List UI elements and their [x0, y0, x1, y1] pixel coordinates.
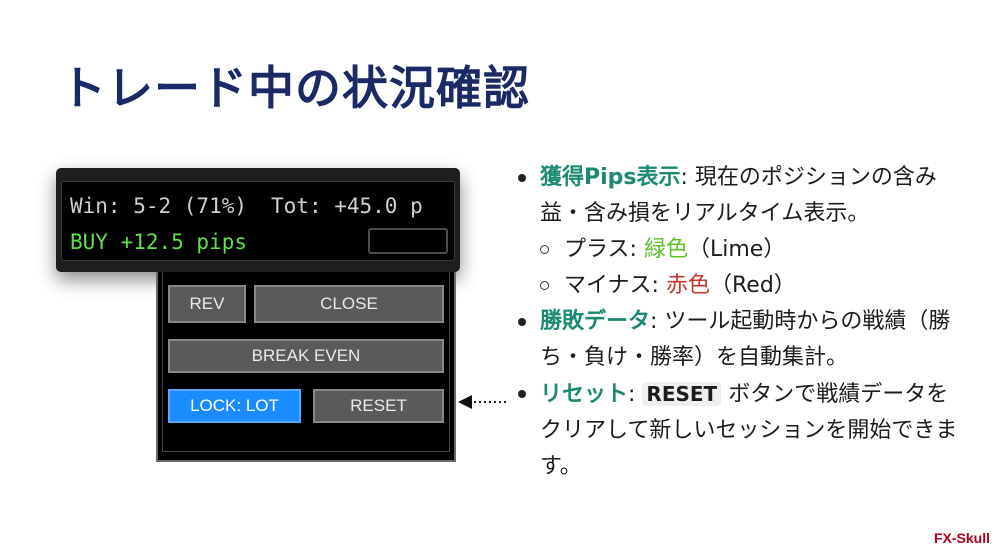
bullet-text: 現在のポジションの含み益・含み損をリアルタイム表示。: [540, 165, 937, 226]
status-display: Win: 5-2 (71%) Tot: +45.0 p BUY +12.5 pip…: [61, 181, 455, 261]
sub-bullet-plus: プラス: 緑色（Lime）: [518, 232, 958, 268]
bullet-text: ボタンで戦績データをクリアして新しいセッションを開始できます。: [540, 382, 958, 479]
sub-bullet-minus: マイナス: 赤色（Red）: [518, 268, 958, 304]
empty-field: [368, 228, 448, 254]
description-list: 獲得Pips表示: 現在のポジションの含み益・含み損をリアルタイム表示。 プラス…: [518, 160, 958, 485]
bullet-colon: :: [680, 165, 695, 190]
bullet-winloss: 勝敗データ: ツール起動時からの戦績（勝ち・負け・勝率）を自動集計。: [518, 304, 958, 376]
bullet-reset: リセット: RESET ボタンで戦績データをクリアして新しいセッションを開始でき…: [518, 376, 958, 485]
reset-button[interactable]: RESET: [313, 389, 444, 423]
bullet-label: リセット: [540, 382, 629, 407]
close-button[interactable]: CLOSE: [254, 285, 444, 323]
bullet-colon: :: [650, 309, 665, 334]
red-label: 赤色: [665, 273, 710, 298]
page-title: トレード中の状況確認: [60, 61, 530, 115]
panel-frame: [162, 272, 450, 452]
sub-text: （Red）: [709, 273, 796, 298]
bullet-label: 獲得Pips表示: [540, 165, 681, 190]
sub-text: プラス:: [564, 237, 644, 262]
position-pips: BUY +12.5 pips: [70, 230, 248, 254]
pointer-arrow-icon: [458, 395, 508, 409]
reset-code: RESET: [642, 382, 722, 406]
bullet-label: 勝敗データ: [540, 309, 651, 334]
sub-text: マイナス:: [564, 273, 666, 298]
brand-logo: FX-Skull: [933, 530, 990, 546]
win-stats: Win: 5-2 (71%): [70, 194, 248, 218]
sub-text: （Lime）: [687, 237, 786, 262]
stats-line: Win: 5-2 (71%) Tot: +45.0 p: [70, 194, 423, 218]
bullet-pips: 獲得Pips表示: 現在のポジションの含み益・含み損をリアルタイム表示。: [518, 160, 958, 232]
lime-label: 緑色: [643, 237, 688, 262]
total-pips: Tot: +45.0 p: [271, 194, 423, 218]
bullet-text: ツール起動時からの戦績（勝ち・負け・勝率）を自動集計。: [540, 309, 951, 370]
status-bar: Win: 5-2 (71%) Tot: +45.0 p BUY +12.5 pip…: [56, 168, 460, 272]
break-even-button[interactable]: BREAK EVEN: [168, 339, 444, 373]
control-panel: REV CLOSE BREAK EVEN LOCK: LOT RESET: [156, 272, 456, 462]
rev-button[interactable]: REV: [168, 285, 246, 323]
lock-lot-button[interactable]: LOCK: LOT: [168, 389, 301, 423]
bullet-colon: :: [628, 382, 643, 407]
